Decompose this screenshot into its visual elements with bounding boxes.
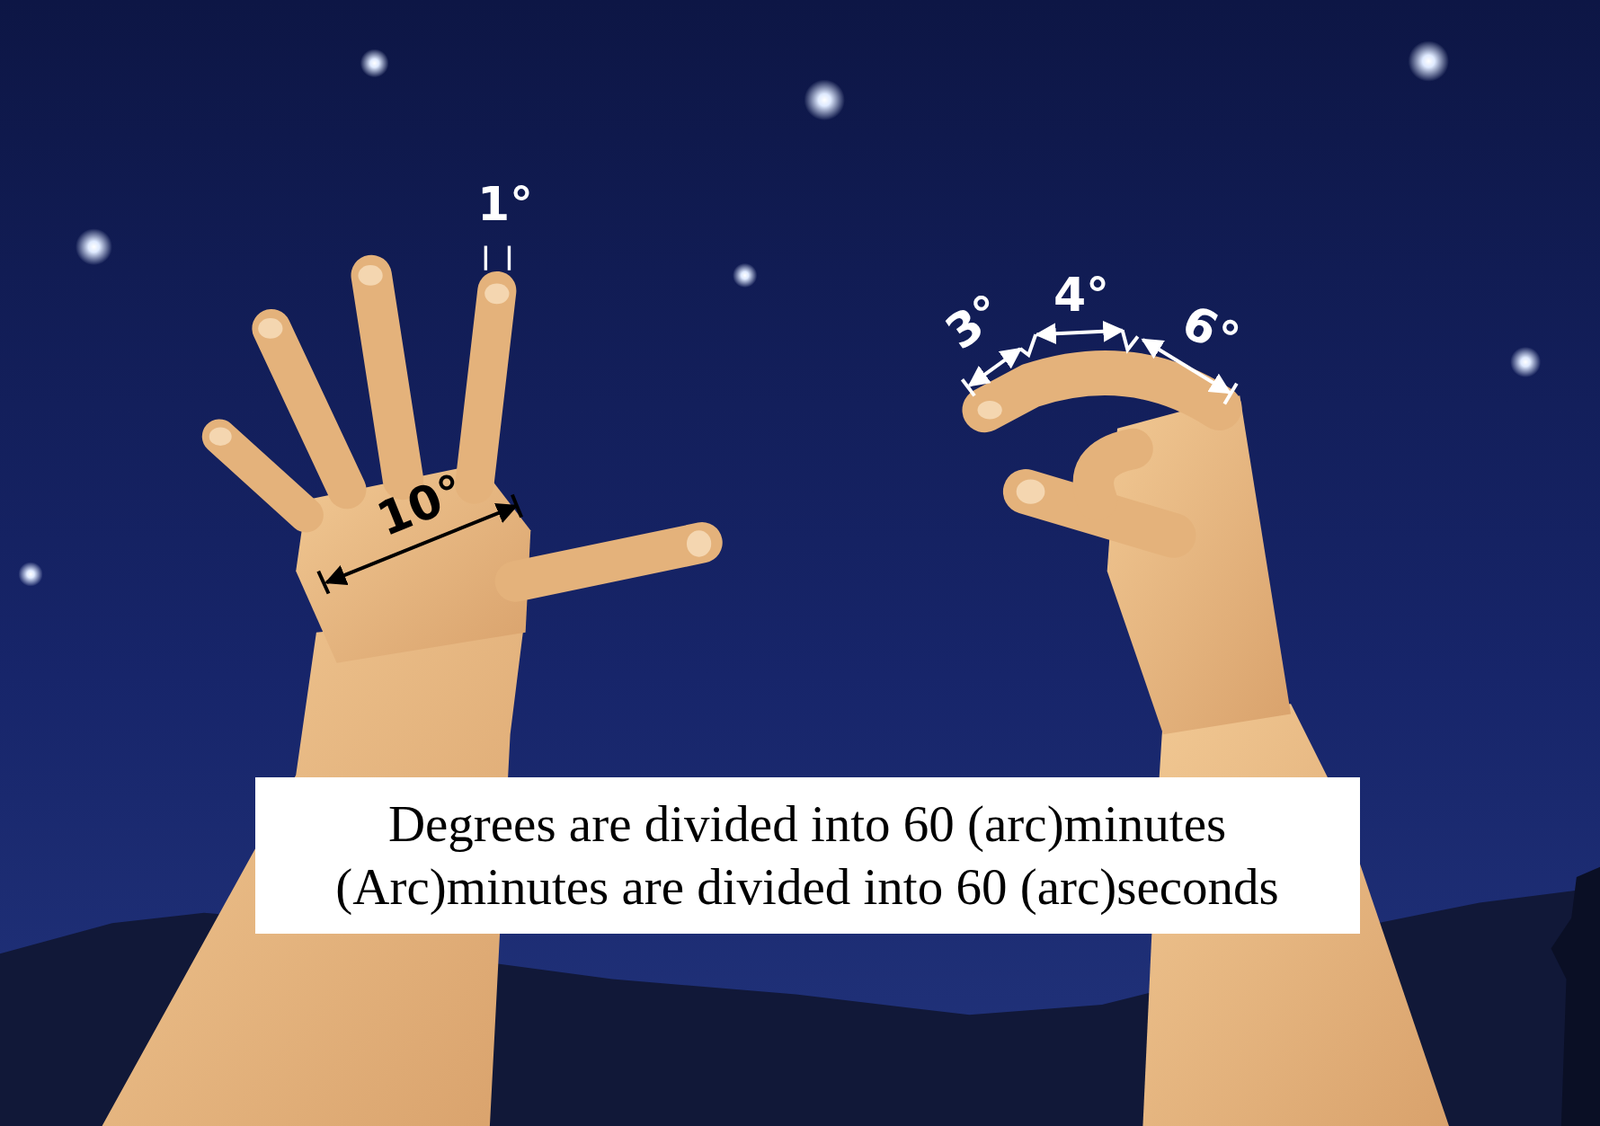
angle-label: 6° xyxy=(1175,297,1246,364)
left-hand xyxy=(102,265,712,1126)
angle-label: 3° xyxy=(938,286,1012,357)
caption-line: Degrees are divided into 60 (arc)minutes xyxy=(273,792,1343,856)
one-degree-ticks xyxy=(485,246,509,271)
right-hand xyxy=(977,373,1449,1126)
caption-box: Degrees are divided into 60 (arc)minutes… xyxy=(255,777,1360,934)
angle-label: 1° xyxy=(477,180,534,228)
tree xyxy=(1551,867,1600,1126)
stars xyxy=(17,40,1541,587)
angle-label: 10° xyxy=(371,466,472,543)
caption-line: (Arc)minutes are divided into 60 (arc)se… xyxy=(273,855,1343,919)
angle-label: 4° xyxy=(1053,271,1110,319)
